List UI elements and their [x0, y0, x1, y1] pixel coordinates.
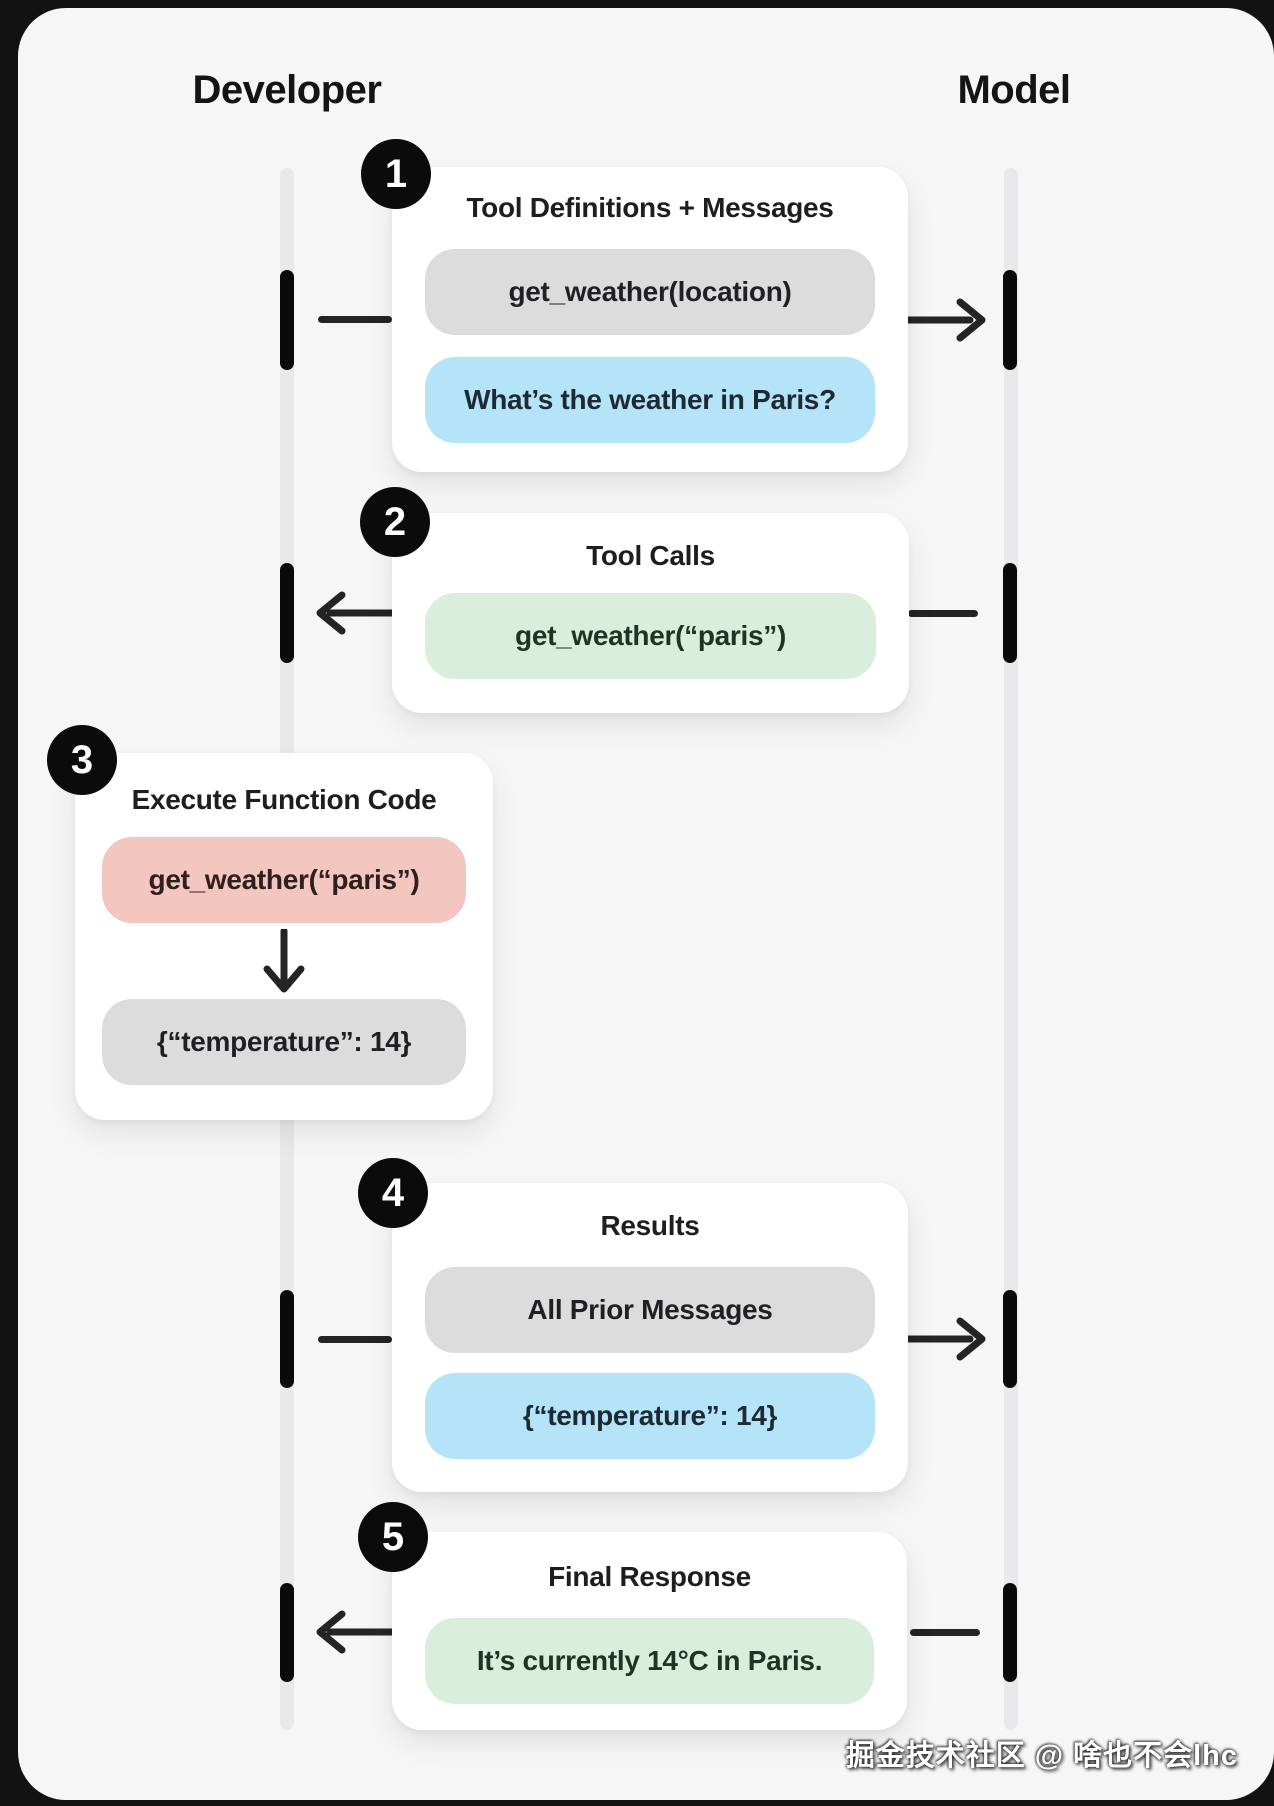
step1-card: Tool Definitions + Messages get_weather(…	[392, 167, 908, 472]
step1-tool-definition-pill: get_weather(location)	[425, 249, 875, 335]
step4-number-badge: 4	[358, 1158, 428, 1228]
step1-arrow-to-model	[908, 298, 986, 342]
model-activation-step2	[1003, 563, 1017, 663]
step4-prior-messages-pill: All Prior Messages	[425, 1267, 875, 1353]
step4-line-from-developer	[318, 1336, 392, 1343]
step2-line-from-model	[908, 610, 978, 617]
step3-function-result-pill: {“temperature”: 14}	[102, 999, 466, 1085]
model-activation-step5	[1003, 1583, 1017, 1682]
step1-number-badge: 1	[361, 139, 431, 209]
step2-tool-call-pill: get_weather(“paris”)	[425, 593, 876, 679]
down-arrow-icon	[263, 929, 305, 993]
actor-label-model: Model	[957, 68, 1071, 112]
step4-tool-result-pill: {“temperature”: 14}	[425, 1373, 875, 1459]
step1-line-from-developer	[318, 316, 392, 323]
developer-activation-step2	[280, 563, 294, 663]
model-activation-step1	[1003, 270, 1017, 370]
step5-final-response-pill: It’s currently 14°C in Paris.	[425, 1618, 874, 1704]
step5-line-from-model	[910, 1629, 980, 1636]
step3-function-call-pill: get_weather(“paris”)	[102, 837, 466, 923]
developer-activation-step1	[280, 270, 294, 370]
step1-title: Tool Definitions + Messages	[466, 192, 834, 223]
step2-number-badge: 2	[360, 487, 430, 557]
step2-arrow-to-developer	[316, 591, 394, 635]
step1-user-message-pill: What’s the weather in Paris?	[425, 357, 875, 443]
step4-card: Results All Prior Messages {“temperature…	[392, 1183, 908, 1492]
step3-title: Execute Function Code	[131, 784, 437, 815]
actor-label-developer: Developer	[192, 68, 382, 112]
model-activation-step4	[1003, 1290, 1017, 1388]
step3-card: Execute Function Code get_weather(“paris…	[75, 753, 493, 1120]
step4-arrow-to-model	[908, 1317, 986, 1361]
step2-title: Tool Calls	[586, 540, 715, 571]
step3-number-badge: 3	[47, 725, 117, 795]
step2-card: Tool Calls get_weather(“paris”)	[392, 513, 909, 713]
step3-flow	[75, 923, 493, 999]
model-lifeline	[1004, 168, 1018, 1730]
step5-title: Final Response	[548, 1561, 751, 1592]
developer-activation-step5	[280, 1583, 294, 1682]
developer-activation-step4	[280, 1290, 294, 1388]
watermark: 掘金技术社区 @ 啥也不会lhc	[845, 1740, 1238, 1772]
step5-arrow-to-developer	[316, 1610, 394, 1654]
step5-card: Final Response It’s currently 14°C in Pa…	[392, 1532, 907, 1730]
step5-number-badge: 5	[358, 1502, 428, 1572]
step4-title: Results	[600, 1210, 700, 1241]
